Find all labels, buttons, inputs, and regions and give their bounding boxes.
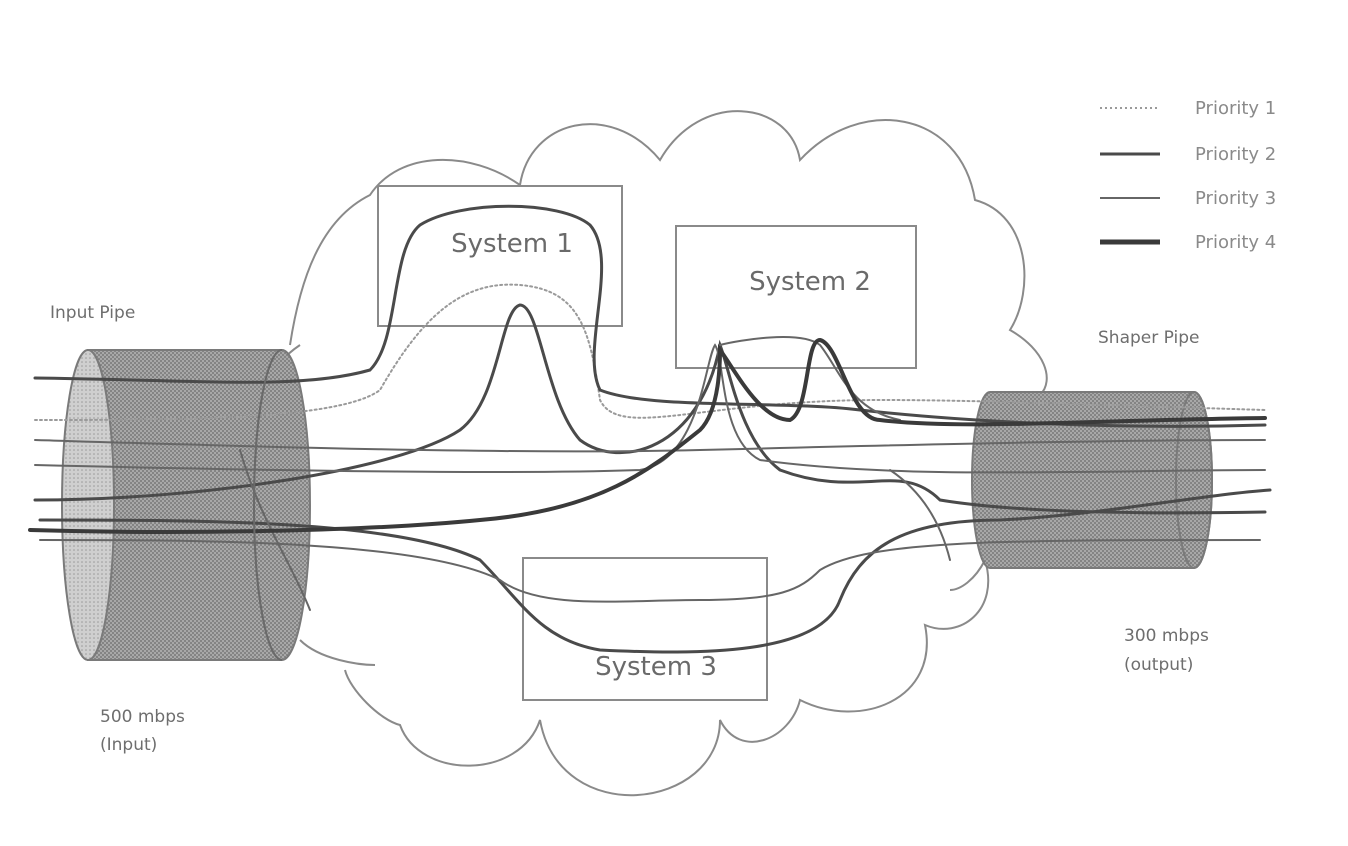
priority-1-path — [34, 283, 1266, 421]
priority-2-path-a — [33, 204, 1267, 428]
input-pipe-note: (Input) — [100, 735, 157, 755]
shaper-pipe-title: Shaper Pipe — [1098, 328, 1199, 348]
priority-3-path-e — [889, 469, 951, 561]
system-2-box — [675, 225, 917, 369]
priority-3-path-d — [239, 449, 311, 611]
network-cloud — [254, 110, 1048, 796]
legend: Priority 1 Priority 2 Priority 3 Priorit… — [1100, 98, 1276, 253]
legend-label-priority-3: Priority 3 — [1195, 188, 1276, 209]
legend-label-priority-2: Priority 2 — [1195, 144, 1276, 165]
priority-3-path-b — [34, 343, 1266, 474]
input-pipe — [61, 349, 311, 661]
shaper-pipe-note: (output) — [1124, 655, 1193, 675]
system-boxes — [377, 185, 917, 701]
priority-2-path-c — [38, 488, 1272, 654]
system-3-label: System 3 — [595, 652, 717, 682]
shaper-pipe-face — [1175, 391, 1213, 569]
system-3-box — [522, 557, 768, 701]
priority-3-path-c — [39, 539, 1261, 603]
input-pipe-rate: 500 mbps — [100, 707, 185, 727]
system-1-label: System 1 — [451, 229, 573, 259]
legend-label-priority-4: Priority 4 — [1195, 232, 1276, 253]
priority-3-path-a — [34, 439, 1266, 453]
input-pipe-title: Input Pipe — [50, 303, 135, 323]
input-pipe-face — [61, 349, 115, 661]
priority-4-path — [28, 337, 1267, 534]
system-2-label: System 2 — [749, 267, 871, 297]
priority-2-path-b — [33, 303, 1267, 515]
traffic-lines — [28, 204, 1272, 654]
legend-label-priority-1: Priority 1 — [1195, 98, 1276, 119]
shaper-pipe-rate: 300 mbps — [1124, 626, 1209, 646]
shaper-pipe — [971, 391, 1213, 569]
priority-3-path-f — [719, 336, 901, 421]
system-1-box — [377, 185, 623, 327]
